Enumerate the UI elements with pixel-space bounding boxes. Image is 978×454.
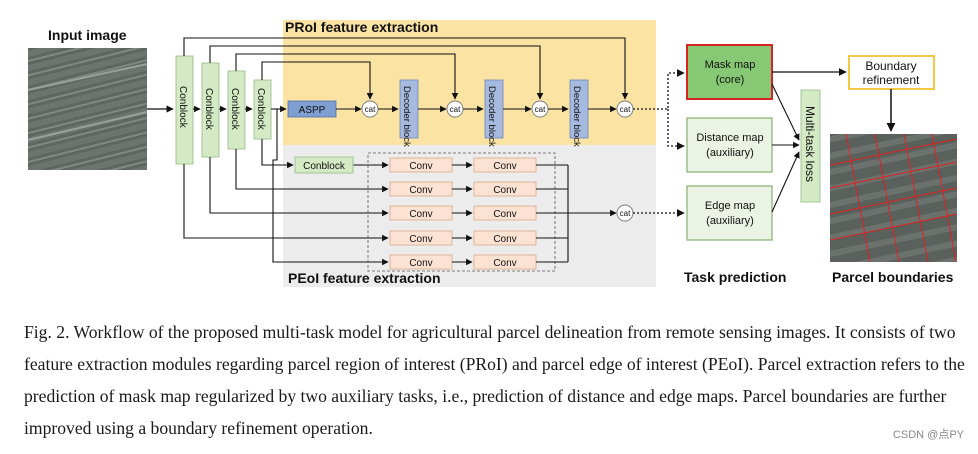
encoder-conblock-1: Conblock [175, 55, 194, 165]
svg-text:Conv: Conv [409, 258, 432, 269]
decoder-block-1: Decoder block [399, 79, 419, 147]
svg-text:Distance map: Distance map [696, 132, 763, 144]
cat-node-peoi: cat [616, 204, 634, 222]
svg-text:(auxiliary): (auxiliary) [706, 215, 754, 227]
distance-map-box: Distance map (auxiliary) [686, 117, 773, 173]
watermark: CSDN @点PY [892, 429, 964, 441]
conv-group [367, 152, 556, 272]
cat-node-2: cat [446, 100, 464, 118]
svg-text:cat: cat [365, 105, 376, 114]
svg-text:Conv: Conv [493, 185, 516, 196]
proi-panel [283, 20, 656, 145]
svg-text:Conblock: Conblock [303, 161, 346, 172]
svg-text:cat: cat [620, 209, 631, 218]
conv-row-3: Conv Conv [389, 205, 537, 221]
encoder-conblock-4: Conblock [253, 79, 272, 140]
svg-text:Conv: Conv [409, 209, 432, 220]
cat-node-4: cat [616, 100, 634, 118]
svg-text:Multi-task loss: Multi-task loss [803, 106, 817, 182]
svg-text:Conv: Conv [493, 209, 516, 220]
svg-text:Conv: Conv [409, 161, 432, 172]
conv-row-4: Conv Conv [389, 230, 537, 246]
encoder-conblock-3: Conblock [227, 70, 246, 150]
svg-text:Conblock: Conblock [203, 88, 214, 131]
svg-text:Conv: Conv [493, 161, 516, 172]
multitask-loss-block: Multi-task loss [800, 89, 821, 203]
svg-text:cat: cat [535, 105, 546, 114]
svg-text:Conv: Conv [409, 234, 432, 245]
task-outputs [633, 69, 685, 217]
svg-text:(auxiliary): (auxiliary) [706, 147, 754, 159]
parcel-boundaries-label: Parcel boundaries [832, 269, 954, 285]
cat-node-1: cat [361, 100, 379, 118]
conv-rows: Conv Conv Conv Conv Conv Conv Conv Conv … [389, 157, 537, 270]
aspp-block: ASPP [287, 100, 337, 118]
svg-text:cat: cat [450, 105, 461, 114]
svg-text:Decoder block: Decoder block [486, 86, 497, 147]
svg-text:cat: cat [620, 105, 631, 114]
cat-node-3: cat [531, 100, 549, 118]
input-image [27, 48, 148, 170]
encoder-conblock-2: Conblock [201, 62, 220, 158]
svg-text:Decoder block: Decoder block [401, 86, 412, 147]
svg-text:Conv: Conv [409, 185, 432, 196]
boundary-refinement-box: Boundary refinement [848, 55, 935, 90]
svg-text:Conblock: Conblock [177, 86, 188, 129]
svg-text:Edge map: Edge map [705, 200, 755, 212]
task-prediction-label: Task prediction [684, 269, 786, 285]
svg-text:ASPP: ASPP [299, 105, 326, 116]
decoder-block-3: Decoder block [569, 79, 589, 147]
svg-text:Conblock: Conblock [229, 88, 240, 131]
mask-map-box: Mask map (core) [686, 44, 773, 100]
svg-text:refinement: refinement [863, 73, 920, 87]
svg-text:Mask map: Mask map [705, 59, 756, 71]
parcel-boundaries-image [829, 133, 958, 263]
peoi-conblock: Conblock [294, 156, 354, 174]
svg-text:Conv: Conv [493, 258, 516, 269]
svg-text:Conblock: Conblock [255, 88, 266, 131]
figure-caption: Fig. 2. Workflow of the proposed multi-t… [24, 322, 965, 438]
conv-row-2: Conv Conv [389, 181, 537, 197]
svg-text:Decoder block: Decoder block [571, 86, 582, 147]
svg-text:Conv: Conv [493, 234, 516, 245]
peoi-connections [183, 109, 389, 266]
input-image-label: Input image [48, 27, 127, 43]
svg-text:Boundary: Boundary [865, 59, 916, 73]
conv-row-5: Conv Conv [389, 254, 537, 270]
proi-title: PRoI feature extraction [285, 19, 438, 35]
peoi-title: PEoI feature extraction [288, 270, 441, 286]
decoder-block-2: Decoder block [484, 79, 504, 147]
skip-connections [183, 37, 629, 100]
svg-text:(core): (core) [716, 74, 745, 86]
edge-map-box: Edge map (auxiliary) [686, 185, 773, 241]
